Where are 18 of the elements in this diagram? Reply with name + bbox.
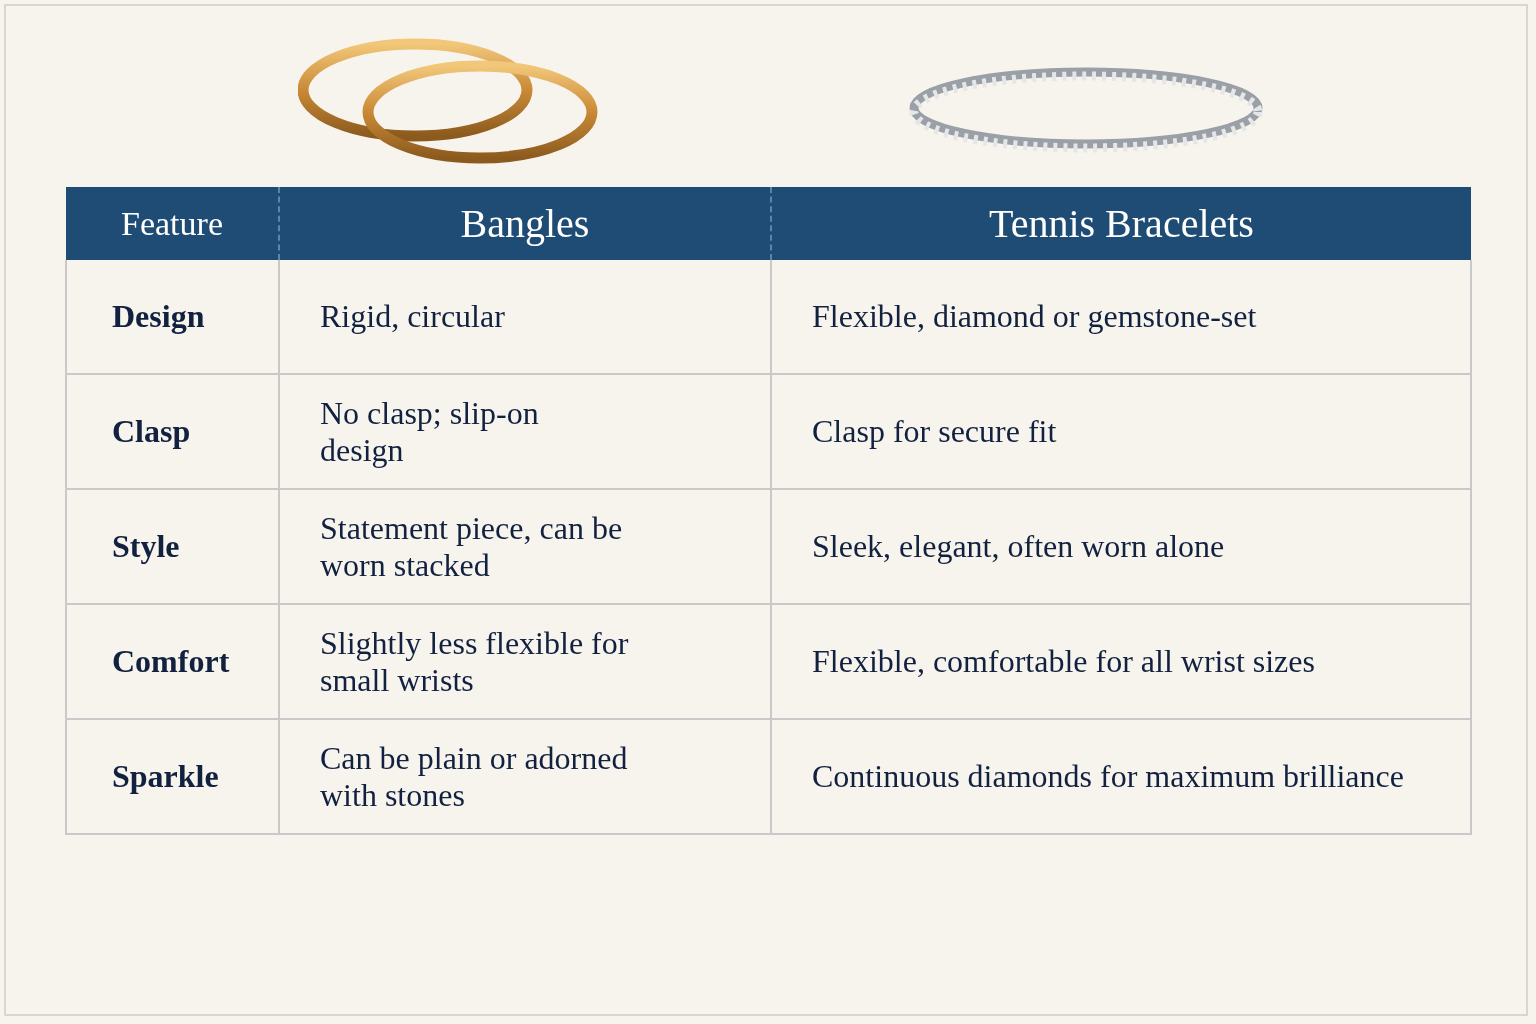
- table-cell: Flexible, diamond or gemstone-set: [771, 260, 1471, 374]
- row-header-cell: Sparkle: [66, 719, 279, 834]
- row-header-cell: Style: [66, 489, 279, 604]
- table-cell: Flexible, comfortable for all wrist sizes: [771, 604, 1471, 719]
- header-cell: Tennis Bracelets: [771, 187, 1471, 260]
- table-cell: Slightly less flexible for small wrists: [279, 604, 771, 719]
- table-cell: Sleek, elegant, often worn alone: [771, 489, 1471, 604]
- table-cell: Continuous diamonds for maximum brilliance: [771, 719, 1471, 834]
- row-header-cell: Clasp: [66, 374, 279, 489]
- table-cell: Statement piece, can be worn stacked: [279, 489, 771, 604]
- table-cell: Can be plain or adorned with stones: [279, 719, 771, 834]
- table-cell: Clasp for secure fit: [771, 374, 1471, 489]
- header-cell: Feature: [66, 187, 279, 260]
- table-cell: No clasp; slip-on design: [279, 374, 771, 489]
- row-header-cell: Comfort: [66, 604, 279, 719]
- header-cell: Bangles: [279, 187, 771, 260]
- table-cell: Rigid, circular: [279, 260, 771, 374]
- row-header-cell: Design: [66, 260, 279, 374]
